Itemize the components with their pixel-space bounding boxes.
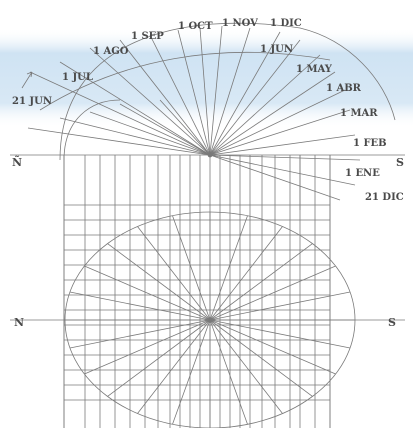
sun-ray-10 <box>209 39 301 156</box>
date-label-21-jun: 21 JUN <box>12 96 52 107</box>
sun-ray-13 <box>209 89 346 156</box>
sun-ray-20 <box>59 117 211 156</box>
sun-ray-11 <box>209 54 321 156</box>
ellipse-spoke-3 <box>209 319 313 397</box>
frame-curve-left <box>63 99 121 161</box>
date-label-21-dic: 21 DIC <box>365 192 404 203</box>
arrow-icon <box>21 71 33 89</box>
sun-ray-12 <box>209 71 336 156</box>
sun-ray-5 <box>177 29 211 156</box>
ellipse-spoke-9 <box>107 319 211 397</box>
ellipse-spoke-7 <box>172 319 211 425</box>
date-label-1-jun: 1 JUN <box>260 44 293 55</box>
construction-lines <box>10 22 405 428</box>
ellipse-spoke-14 <box>84 265 211 321</box>
sun-ray-23 <box>159 99 211 156</box>
sun-ray-16 <box>209 154 361 161</box>
ellipse-spoke-22 <box>209 265 336 321</box>
sun-ray-2 <box>89 47 211 156</box>
sun-ray-3 <box>119 39 211 156</box>
ellipse-spoke-15 <box>107 243 211 321</box>
ellipse-spoke-13 <box>69 291 211 321</box>
ellipse-spoke-21 <box>209 243 313 321</box>
date-label-1-ago: 1 AGO <box>93 46 129 57</box>
date-label-1-jul: 1 JUL <box>62 72 93 83</box>
sun-ray-7 <box>209 25 223 156</box>
sky-arc <box>59 22 396 161</box>
ellipse-spoke-19 <box>209 215 248 321</box>
sun-ray-8 <box>209 27 251 156</box>
date-label-1-abr: 1 ABR <box>326 83 362 94</box>
ellipse-spoke-17 <box>172 215 211 321</box>
ellipse-spoke-11 <box>69 319 211 349</box>
south-label-upper: S <box>396 156 404 169</box>
sun-ray-0 <box>29 71 211 156</box>
date-label-1-oct: 1 OCT <box>178 21 213 32</box>
sun-ray-21 <box>89 111 211 156</box>
ellipse-spoke-1 <box>209 319 351 349</box>
ellipse-spoke-8 <box>137 319 211 414</box>
date-label-1-nov: 1 NOV <box>222 18 258 29</box>
south-label-lower: S <box>388 316 396 329</box>
sun-ray-14 <box>209 109 351 156</box>
ellipse-spoke-23 <box>209 291 351 321</box>
date-label-1-feb: 1 FEB <box>353 138 387 149</box>
date-label-1-ene: 1 ENE <box>345 168 380 179</box>
sun-ray-6 <box>199 27 211 156</box>
north-label-lower: N <box>14 316 24 329</box>
sun-ray-4 <box>149 34 211 156</box>
north-label-upper: Ñ <box>12 155 22 169</box>
date-label-1-sep: 1 SEP <box>131 31 164 42</box>
secondary-arc <box>39 51 331 111</box>
sun-ray-17 <box>209 154 356 186</box>
ellipse-spoke-5 <box>209 319 248 425</box>
sun-ray-22 <box>119 103 211 156</box>
ellipse-spoke-10 <box>84 319 211 375</box>
date-label-1-dic: 1 DIC <box>270 18 302 29</box>
sun-ray-15 <box>209 134 356 156</box>
ellipse-spoke-2 <box>209 319 336 375</box>
ellipse-spoke-16 <box>137 226 211 321</box>
sun-ray-19 <box>27 127 211 156</box>
date-label-1-may: 1 MAY <box>296 64 333 75</box>
date-label-1-mar: 1 MAR <box>340 108 378 119</box>
sun-ray-1 <box>59 61 211 156</box>
ellipse-spoke-20 <box>209 226 283 321</box>
ellipse-spoke-4 <box>209 319 283 414</box>
